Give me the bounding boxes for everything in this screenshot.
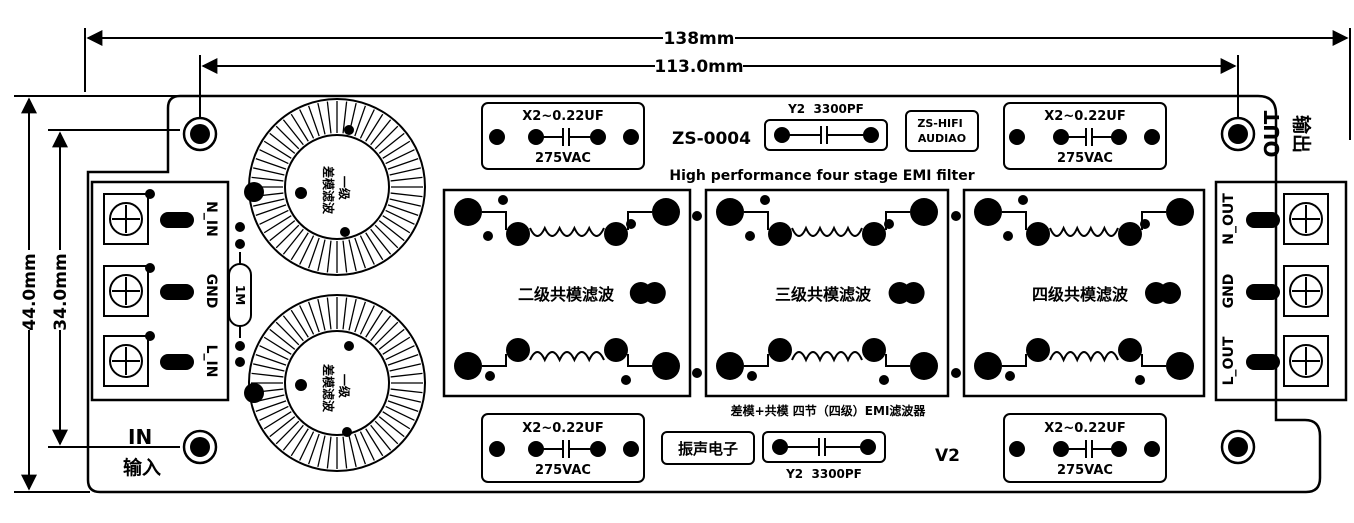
terminal-label-gnd-out: GND — [1221, 274, 1237, 309]
screw-terminal-3 — [103, 335, 194, 387]
cap-x2-top-left-value: X2~0.22UF — [522, 109, 603, 124]
terminal-label-n-in: N_IN — [203, 201, 219, 237]
title-zh: 差模+共模 四节（四级）EMI滤波器 — [730, 403, 927, 418]
junction-dots — [692, 211, 961, 378]
cap-x2-bottom-left-value: X2~0.22UF — [522, 421, 603, 436]
choke-label-stage-3: 三级共模滤波 — [775, 285, 872, 304]
toroid-1-label-line1: 一级 — [337, 176, 352, 200]
input-label-en: IN — [128, 425, 152, 449]
toroid-2-label: 一级 差模滤波 — [321, 363, 352, 413]
terminal-label-gnd-in: GND — [203, 274, 219, 309]
choke-stage-2 — [442, 188, 692, 398]
dimension-lines — [14, 28, 1351, 493]
cap-x2-bottom-right-value: X2~0.22UF — [1044, 421, 1125, 436]
brand-box-zh: 振声电子 — [661, 431, 755, 465]
choke-label-stage-2: 二级共模滤波 — [518, 285, 615, 304]
brand-label-en-line1: ZS-HIFI — [917, 117, 962, 130]
choke-stage-3 — [704, 188, 950, 398]
cap-y2-top-label: Y2 3300PF — [787, 102, 864, 116]
hole-spacing-label: 113.0mm — [654, 57, 743, 77]
screw-terminal-2 — [103, 265, 194, 317]
brand-label-en: ZS-HIFI AUDIAO — [917, 117, 966, 145]
cap-y2-bottom-label: Y2 3300PF — [785, 467, 862, 481]
cap-x2-top-right: X2~0.22UF 275VAC — [1003, 102, 1167, 170]
toroid-1-label-line2: 差模滤波 — [321, 165, 336, 215]
mounting-holes — [182, 116, 1256, 465]
overall-height-label: 44.0mm — [20, 253, 40, 330]
cap-x2-bottom-left-voltage: 275VAC — [535, 463, 591, 478]
cap-x2-bottom-left: X2~0.22UF 275VAC — [481, 413, 645, 483]
choke-stage-4 — [962, 188, 1206, 398]
cap-x2-bottom-right: X2~0.22UF 275VAC — [1003, 413, 1167, 483]
screw-terminal-out-2 — [1246, 265, 1329, 317]
board-outline — [86, 94, 1322, 494]
choke-label-stage-4: 四级共模滤波 — [1032, 285, 1129, 304]
toroid-2-label-line2: 差模滤波 — [321, 363, 336, 413]
cap-x2-top-left: X2~0.22UF 275VAC — [481, 102, 645, 170]
output-label-en: OUT — [1260, 110, 1284, 157]
toroid-1-label: 一级 差模滤波 — [321, 165, 352, 215]
terminal-label-l-out: L_OUT — [1221, 336, 1237, 385]
cap-y2-bottom: Y2 3300PF — [762, 431, 886, 481]
resistor-1m: 1M — [228, 222, 252, 367]
terminal-label-n-out: N_OUT — [1221, 193, 1237, 245]
output-terminal-block — [1214, 180, 1348, 402]
brand-label-en-line2: AUDIAO — [918, 132, 966, 145]
screw-terminal-out-1 — [1246, 193, 1329, 245]
model-label: ZS-0004 — [672, 129, 751, 149]
terminal-label-l-in: L_IN — [203, 345, 219, 378]
overall-width-label: 138mm — [664, 29, 735, 49]
output-label-zh: 输出 — [1290, 115, 1313, 153]
resistor-label: 1M — [233, 285, 247, 305]
cap-x2-top-right-value: X2~0.22UF — [1044, 109, 1125, 124]
cap-x2-bottom-right-voltage: 275VAC — [1057, 463, 1113, 478]
toroid-2-label-line1: 一级 — [337, 374, 352, 398]
title-en: High performance four stage EMI filter — [669, 168, 974, 184]
screw-terminal-1 — [103, 193, 194, 245]
brand-label-zh: 振声电子 — [678, 440, 738, 458]
cap-x2-top-right-voltage: 275VAC — [1057, 151, 1113, 166]
version-label: V2 — [935, 446, 960, 466]
hole-height-label: 34.0mm — [51, 253, 71, 330]
screw-terminal-out-3 — [1246, 335, 1329, 387]
cap-y2-top: Y2 3300PF — [764, 102, 888, 151]
input-label-zh: 输入 — [123, 456, 161, 479]
cap-x2-top-left-voltage: 275VAC — [535, 151, 591, 166]
toroid-1 — [244, 98, 426, 276]
toroid-2 — [244, 294, 426, 472]
brand-box-en: ZS-HIFI AUDIAO — [905, 110, 979, 152]
